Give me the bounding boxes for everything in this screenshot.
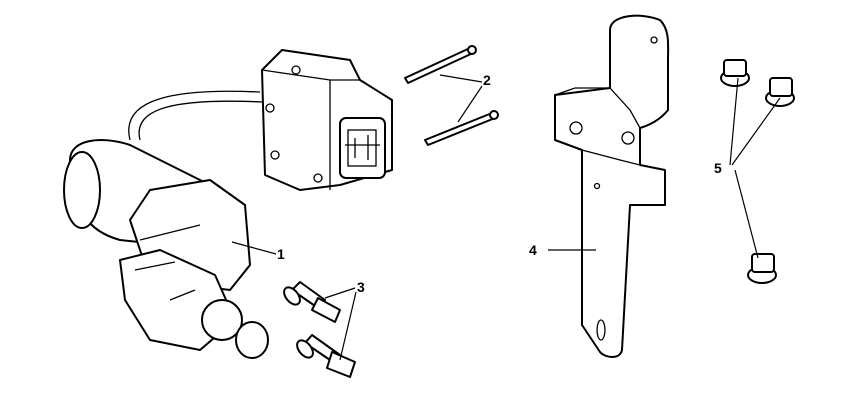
callout-1: 1 [277, 246, 285, 262]
leader-line-1 [231, 241, 277, 255]
flange-nuts [720, 59, 795, 284]
callout-5: 5 [714, 160, 722, 176]
starter-motor [63, 139, 269, 359]
callout-4: 4 [529, 242, 537, 258]
long-bolts [404, 45, 499, 146]
wire-harness [128, 90, 261, 141]
leader-line-5 [729, 77, 781, 259]
callout-2: 2 [483, 72, 491, 88]
short-bolts [283, 281, 356, 378]
relay-box [261, 49, 393, 191]
leader-line-2 [439, 74, 483, 123]
leader-line-3 [324, 287, 357, 361]
mounting-bracket [554, 14, 670, 358]
wire-harness-inner [138, 100, 263, 141]
callout-3: 3 [357, 279, 365, 295]
